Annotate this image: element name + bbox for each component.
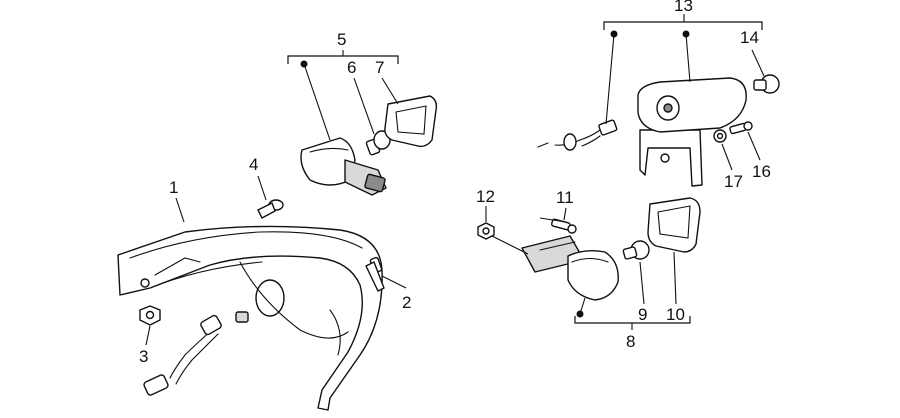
callout-4: 4 — [249, 155, 258, 174]
screw-4 — [257, 199, 284, 219]
callout-13: 13 — [674, 0, 693, 15]
callout-5: 5 — [337, 30, 346, 49]
nut-3 — [139, 305, 161, 326]
license-light-wire — [537, 119, 618, 151]
bulb-6 — [365, 130, 391, 156]
callout-10: 10 — [666, 305, 685, 324]
tail-light-housing — [117, 225, 383, 411]
license-light-bracket — [639, 129, 703, 187]
callout-14: 14 — [740, 28, 759, 47]
callout-2: 2 — [402, 293, 411, 312]
callout-9: 9 — [638, 305, 647, 324]
callout-6: 6 — [347, 58, 356, 77]
callout-17: 17 — [724, 172, 743, 191]
screw-11 — [551, 218, 577, 234]
lens-7 — [384, 95, 438, 148]
license-light-housing — [637, 77, 747, 133]
indicator-left — [300, 137, 387, 196]
callout-12: 12 — [476, 187, 495, 206]
screw-16 — [729, 121, 753, 135]
screw-2 — [365, 256, 385, 292]
callout-7: 7 — [375, 58, 384, 77]
nut-12 — [477, 222, 495, 240]
callout-11: 11 — [556, 188, 574, 207]
bulb-9 — [622, 240, 650, 260]
lens-10 — [647, 197, 701, 253]
callout-16: 16 — [752, 162, 771, 181]
callout-3: 3 — [139, 347, 148, 366]
indicator-right — [521, 235, 619, 301]
callout-labels: 1 2 3 4 5 6 7 8 9 10 11 12 13 14 16 17 — [139, 0, 771, 366]
bulb-14 — [753, 74, 780, 94]
leader-lines — [145, 14, 765, 346]
callout-1: 1 — [169, 178, 178, 197]
washer-17 — [713, 129, 727, 143]
wiring-harness — [143, 311, 249, 396]
callout-8: 8 — [626, 332, 635, 351]
